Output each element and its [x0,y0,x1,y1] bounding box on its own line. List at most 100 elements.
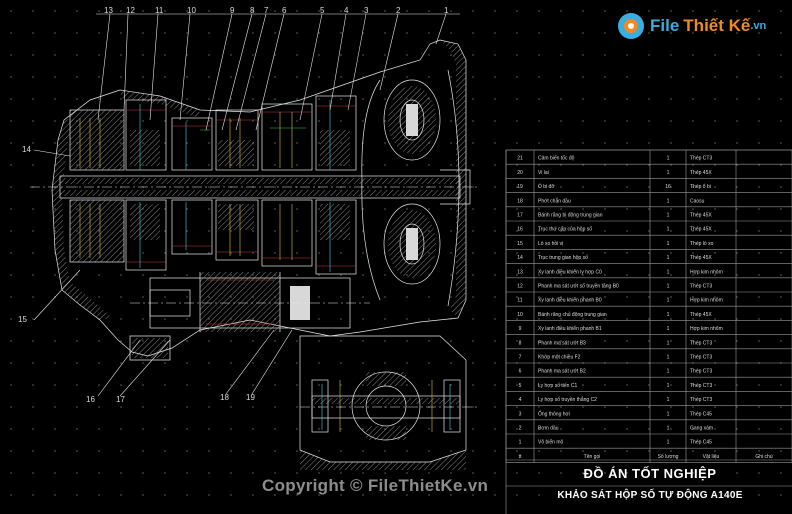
logo-mark-icon [616,11,646,41]
parts-row-name: Phanh ma sát ướt B3 [538,340,586,346]
parts-row-qty: 1 [667,369,670,375]
differential [299,335,478,470]
parts-row-qty: 1 [667,255,670,261]
parts-row-material: Thép CT3 [690,283,712,289]
parts-row-material: Thép CT3 [690,354,712,360]
main-shaft [30,169,478,205]
parts-row-qty: 1 [667,411,670,417]
parts-row-name: Trục trung gian hộp số [538,255,588,261]
logo-text-file: File [650,16,680,35]
parts-row-no: 12 [517,283,523,289]
parts-row-qty: 1 [667,227,670,233]
parts-row-name: Phớt chắn dầu [538,197,571,204]
parts-row-name: Bánh răng bị động trung gian [538,212,603,218]
parts-row-name: Cảm biến tốc độ [538,156,575,162]
parts-row-material: Thép 45X [690,312,712,318]
brand-logo: File Thiết Kế .vn [616,11,766,41]
parts-row-qty: 1 [667,241,670,247]
parts-row-name: Ổ bi đỡ [538,183,555,190]
parts-row-no: 4 [519,397,522,403]
callout-14: 14 [22,145,31,154]
callout-18: 18 [220,393,229,402]
callout-13: 13 [104,6,113,15]
parts-row-no: 6 [519,369,522,375]
counter-shaft [129,272,370,361]
parts-row-qty: 1 [667,440,670,446]
parts-row-name: Trục thứ cấp của hộp số [538,226,592,233]
parts-row-material: Thép CT3 [690,340,712,346]
parts-row-material: Thép 45X [690,212,712,218]
lower-clutch-packs [69,199,357,275]
parts-row-name: Lò xo hồi vị [538,241,563,247]
parts-row-material: Hợp kim nhôm [690,269,723,275]
parts-row-qty: 1 [667,397,670,403]
parts-row-qty: 1 [667,283,670,289]
parts-row-material: Thép ổ bi [690,183,711,190]
parts-row-qty: 1 [667,212,670,218]
parts-row-qty: 1 [667,269,670,275]
callout-2: 2 [396,6,401,15]
copyright-watermark: Copyright © FileThietKe.vn [262,476,489,495]
callout-16: 16 [86,395,95,404]
torque-converter [361,69,460,307]
parts-row-no: 9 [519,326,522,332]
callout-6: 6 [282,6,287,15]
callout-10: 10 [187,6,196,15]
frame-lines [505,149,792,514]
parts-row-name: Vi lai [538,170,549,176]
parts-row-name: Bánh răng chủ động trung gian [538,311,607,318]
callout-labels: 13 12 11 10 9 8 7 6 5 4 3 2 1 14 15 16 1… [18,6,449,404]
parts-row-name: Phanh ma sát ướt số truyền tăng B0 [538,283,619,289]
parts-row-no: 10 [517,312,523,318]
callout-9: 9 [230,6,235,15]
parts-row-qty: 1 [667,298,670,304]
parts-header-material: Vật liệu [703,454,720,460]
parts-row-name: Phanh ma sát ướt B2 [538,369,586,375]
parts-row-no: 16 [517,227,523,233]
logo-text-suffix: .vn [750,20,767,32]
callout-3: 3 [364,6,369,15]
parts-row-qty: 16 [665,184,671,190]
callout-4: 4 [344,6,349,15]
parts-row-name: Vỏ biến mô [538,439,564,446]
callout-19: 19 [246,393,255,402]
parts-row-name: Ly hợp số truyền thẳng C2 [538,396,597,403]
parts-row-material: Caosu [690,198,705,204]
parts-header-no: tt [519,454,522,460]
parts-row-name: Ly hợp số tiến C1 [538,383,577,389]
parts-row-name: Khớp một chiều F2 [538,354,581,360]
callout-1: 1 [444,6,449,15]
parts-header-note: Ghi chú [755,454,772,460]
parts-row-no: 8 [519,340,522,346]
parts-row-no: 3 [519,411,522,417]
parts-row-material: Thép 45X [690,170,712,176]
parts-row-material: Hợp kim nhôm [690,326,723,332]
parts-header-name: Tên gọi [584,454,601,460]
parts-row-no: 21 [517,156,523,162]
parts-row-no: 17 [517,212,523,218]
callout-15: 15 [18,315,27,324]
parts-row-no: 20 [517,170,523,176]
parts-row-no: 5 [519,383,522,389]
callout-8: 8 [250,6,255,15]
parts-row-material: Thép CT3 [690,369,712,375]
parts-row-material: Thép 45X [690,255,712,261]
parts-header-qty: Số lượng [658,454,679,460]
parts-row-qty: 1 [667,326,670,332]
parts-row-name: Bơm dầu [538,425,559,431]
parts-row-no: 19 [517,184,523,190]
parts-row-qty: 1 [667,170,670,176]
parts-row-material: Thép 45X [690,227,712,233]
parts-row-name: Ống thông hơi [538,410,570,417]
callout-12: 12 [126,6,135,15]
parts-row-qty: 1 [667,383,670,389]
parts-row-name: Xy lanh điều khiển phanh B0 [538,297,602,304]
title-block-line-2: KHẢO SÁT HỘP SỐ TỰ ĐỘNG A140E [557,490,743,501]
parts-row-qty: 1 [667,312,670,318]
parts-row-material: Hợp kim nhôm [690,298,723,304]
parts-row-material: Thép CT3 [690,383,712,389]
parts-row-no: 11 [517,298,522,304]
parts-row-material: Thép lò xo [690,241,714,247]
callout-7: 7 [264,6,269,15]
